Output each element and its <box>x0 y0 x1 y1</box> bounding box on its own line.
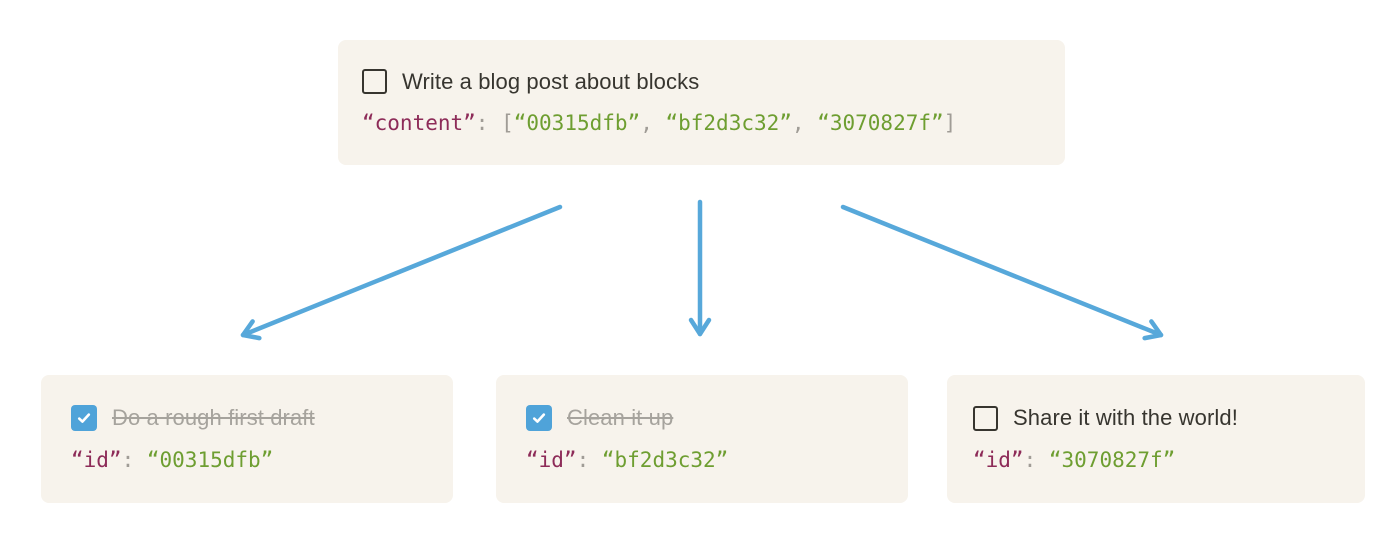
code-key: “id” <box>973 447 1024 472</box>
content-code-line: “content”: [“00315dfb”, “bf2d3c32”, “307… <box>362 110 1041 136</box>
code-value: “3070827f” <box>817 111 944 136</box>
code-value: “00315dfb” <box>513 111 641 136</box>
code-value: “3070827f” <box>1048 447 1176 472</box>
id-code-line: “id”: “00315dfb” <box>71 447 423 473</box>
todo-row: Write a blog post about blocks <box>362 69 1041 95</box>
todo-label: Do a rough first draft <box>112 405 315 431</box>
todo-row: Clean it up <box>526 405 878 432</box>
code-key: “id” <box>71 447 122 472</box>
code-value: “bf2d3c32” <box>665 111 792 136</box>
code-punctuation: : <box>1023 447 1049 472</box>
code-key: “id” <box>526 447 577 472</box>
todo-checkbox[interactable] <box>71 405 97 432</box>
todo-label: Write a blog post about blocks <box>402 68 700 94</box>
child-block-card-2: Clean it up “id”: “bf2d3c32” <box>496 375 908 503</box>
todo-checkbox[interactable] <box>973 405 998 431</box>
todo-label: Clean it up <box>567 405 674 431</box>
parent-block-card: Write a blog post about blocks “content”… <box>338 40 1065 165</box>
todo-label: Share it with the world! <box>1013 405 1238 431</box>
child-block-card-1: Do a rough first draft “id”: “00315dfb” <box>41 375 453 503</box>
todo-checkbox[interactable] <box>526 405 552 432</box>
code-value: “00315dfb” <box>146 447 274 472</box>
arrow-to-child-3 <box>840 204 1164 341</box>
todo-row: Do a rough first draft <box>71 405 423 432</box>
child-block-card-3: Share it with the world! “id”: “3070827f… <box>947 375 1365 503</box>
todo-checkbox[interactable] <box>362 69 387 95</box>
code-punctuation: , <box>791 111 818 136</box>
code-punctuation: : <box>475 111 502 136</box>
code-key: “content” <box>362 111 476 136</box>
code-punctuation: ] <box>943 111 957 136</box>
code-punctuation: : <box>121 447 147 472</box>
id-code-line: “id”: “bf2d3c32” <box>526 447 878 473</box>
arrow-to-child-1 <box>240 204 563 341</box>
code-value: “bf2d3c32” <box>601 447 729 472</box>
code-punctuation: : <box>576 447 602 472</box>
todo-row: Share it with the world! <box>973 405 1339 431</box>
checkmark-icon <box>532 413 546 424</box>
code-punctuation: , <box>640 111 666 136</box>
code-punctuation: [ <box>501 111 514 136</box>
id-code-line: “id”: “3070827f” <box>973 447 1339 473</box>
checkmark-icon <box>77 413 91 424</box>
